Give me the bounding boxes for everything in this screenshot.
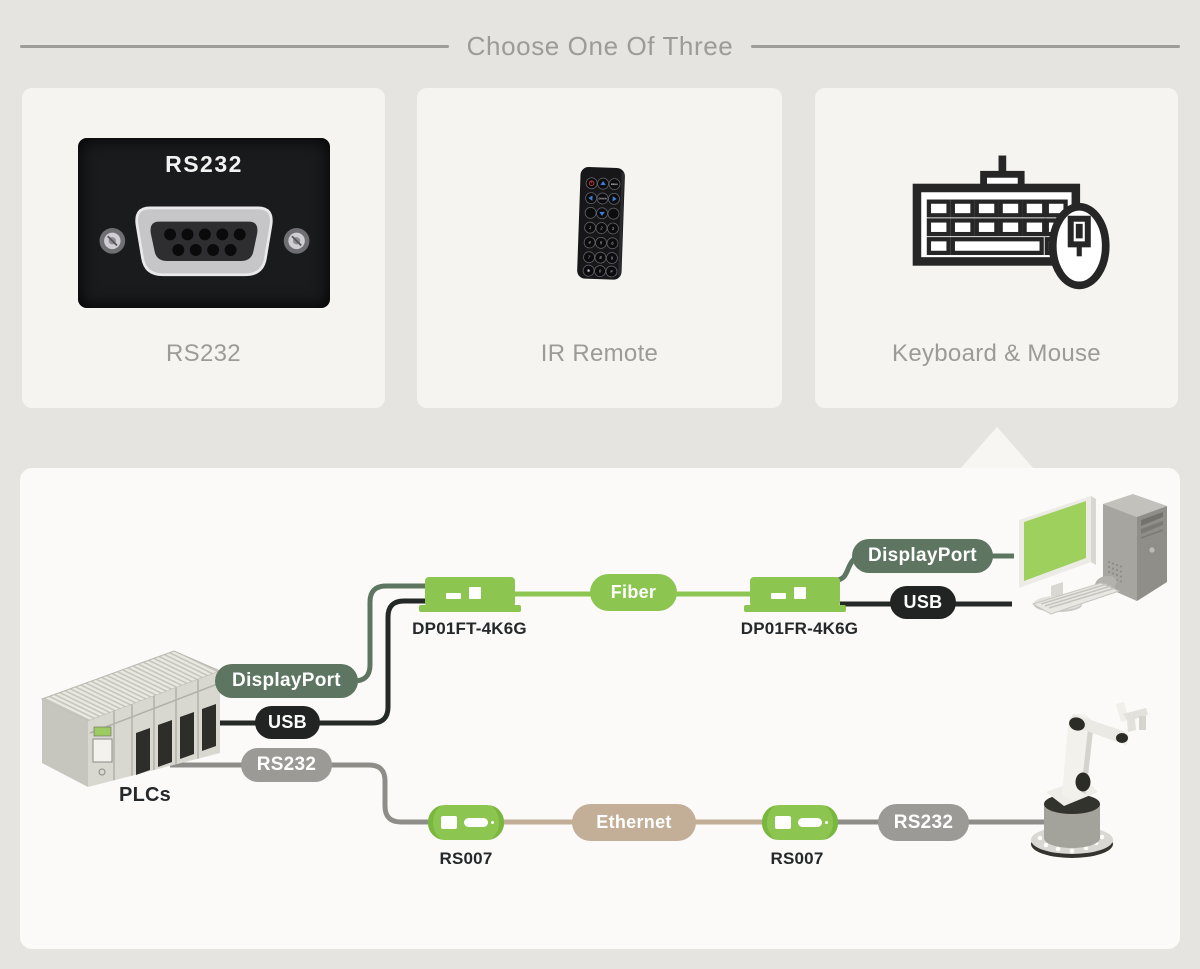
svg-text:5: 5 [600,240,603,245]
robot-arm-graphic [1031,702,1148,858]
wire-usb-left [170,598,448,726]
pill-displayport-left: DisplayPort [215,664,358,698]
option-label-ir-remote: IR Remote [540,340,659,367]
db9-connector-graphic [99,206,310,277]
screw-right [283,228,310,254]
video-receiver-label: DP01FR-4K6G [740,619,859,638]
device-led-bar [771,593,786,599]
pill-fiber: Fiber [590,574,677,611]
svg-text:6: 6 [611,241,614,246]
plc-label: PLCs [119,784,171,806]
header: Choose One Of Three [20,30,1181,62]
svg-text:4: 4 [588,240,591,245]
video-receiver-device [744,577,846,612]
option-card-rs232: RS232 RS232 [22,88,385,408]
svg-text:0: 0 [599,268,602,273]
keyboard-mouse-icon [912,155,1110,290]
option-card-ir-remote: MENU ENTER 1 2 3 4 5 6 7 8 9 ✱ 0 # IR Remote [417,88,782,408]
device-port-rect [441,816,457,829]
svg-text:9: 9 [611,255,614,260]
serial-transmitter-device [428,805,504,840]
wire-rs232-left [170,762,450,825]
device-led-square [469,587,481,599]
svg-text:3: 3 [612,226,615,231]
rs232-port-photo: RS232 [78,138,330,308]
device-port-rect [775,816,791,829]
svg-text:8: 8 [599,255,602,260]
pill-rs232-right: RS232 [878,804,969,841]
device-led-bar [446,593,461,599]
option-label-keyboard-mouse: Keyboard & Mouse [892,340,1101,367]
connection-diagram-panel: PLCs DisplayPort USB RS232 DP01FT-4K6G F… [20,468,1180,949]
svg-text:MENU: MENU [611,183,618,186]
device-port-dot [491,821,494,824]
video-transmitter-device [419,577,521,612]
header-rule-right [751,44,1181,48]
svg-text:#: # [610,269,613,274]
svg-text:ENTER: ENTER [598,197,607,200]
ir-remote-graphic: MENU ENTER 1 2 3 4 5 6 7 8 9 ✱ 0 # [577,167,625,280]
page-title: Choose One Of Three [466,30,734,61]
pill-usb-left: USB [255,706,320,739]
svg-text:1: 1 [589,225,591,230]
device-port-connector [464,818,488,827]
svg-text:2: 2 [599,225,603,230]
computer-graphic [1019,494,1167,615]
wire-displayport-left [170,583,448,684]
svg-text:✱: ✱ [587,268,591,273]
plc-rack-graphic [40,650,222,787]
pill-usb-right: USB [890,586,956,619]
serial-receiver-device [762,805,838,840]
svg-text:7: 7 [588,255,591,260]
pill-ethernet: Ethernet [572,804,696,841]
serial-transmitter-label: RS007 [439,849,493,868]
screw-left [99,228,126,254]
option-card-keyboard-mouse: Keyboard & Mouse [815,88,1178,408]
pill-displayport-right: DisplayPort [852,539,993,573]
selection-pointer-triangle [960,427,1034,469]
rs232-panel-text: RS232 [165,151,243,177]
device-led-square [794,587,806,599]
device-port-connector [798,818,822,827]
serial-receiver-label: RS007 [770,849,824,868]
option-label-rs232: RS232 [166,340,241,367]
device-port-dot [825,821,828,824]
pill-rs232-left: RS232 [241,748,332,782]
video-transmitter-label: DP01FT-4K6G [412,619,527,638]
header-rule-left [20,44,449,48]
